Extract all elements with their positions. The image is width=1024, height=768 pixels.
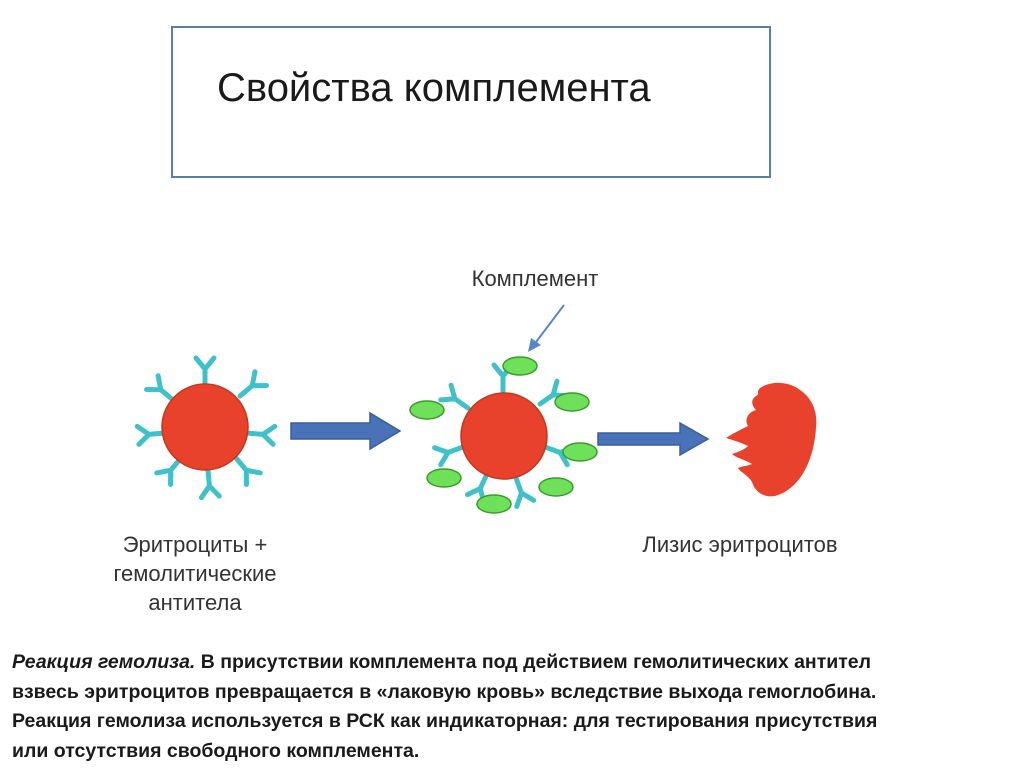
erythrocytes-antibodies-label: Эритроциты + гемолитические антитела bbox=[80, 530, 310, 617]
caption-line-2: взвесь эритроцитов превращается в «лаков… bbox=[12, 680, 877, 703]
lysed-erythrocyte bbox=[726, 382, 817, 497]
caption-line-4: или отсутствия свободного комплемента. bbox=[12, 739, 420, 762]
erythrocyte-middle bbox=[460, 392, 548, 480]
caption-text: Реакция гемолиза. В присутствии комплеме… bbox=[12, 648, 1016, 766]
left-label-line-3: антитела bbox=[148, 590, 242, 615]
lysis-label: Лизис эритроцитов bbox=[642, 532, 838, 557]
left-label-line-1: Эритроциты + bbox=[122, 532, 268, 557]
complement-label: Комплемент bbox=[471, 266, 599, 291]
caption-lead: Реакция гемолиза. bbox=[12, 651, 196, 673]
slide-title: Свойства комплемента bbox=[217, 66, 651, 110]
arrow-right-1 bbox=[290, 411, 402, 451]
complement-pointer-arrow bbox=[528, 304, 565, 352]
caption-line-1-rest: В присутствии комплемента под действием … bbox=[195, 651, 872, 673]
erythrocyte-left bbox=[161, 383, 249, 471]
caption-line-1: Реакция гемолиза. В присутствии комплеме… bbox=[12, 648, 1016, 678]
left-label-line-2: гемолитические bbox=[113, 561, 277, 586]
arrow-right-2 bbox=[597, 421, 710, 457]
title-box: Свойства комплемента bbox=[171, 26, 771, 178]
caption-line-3: Реакция гемолиза используется в РСК как … bbox=[12, 710, 878, 732]
complement-ellipse-icons bbox=[409, 356, 598, 514]
erythrocyte-antibody-complex-left bbox=[137, 358, 274, 498]
erythrocyte-antibody-complement-complex bbox=[409, 356, 598, 514]
